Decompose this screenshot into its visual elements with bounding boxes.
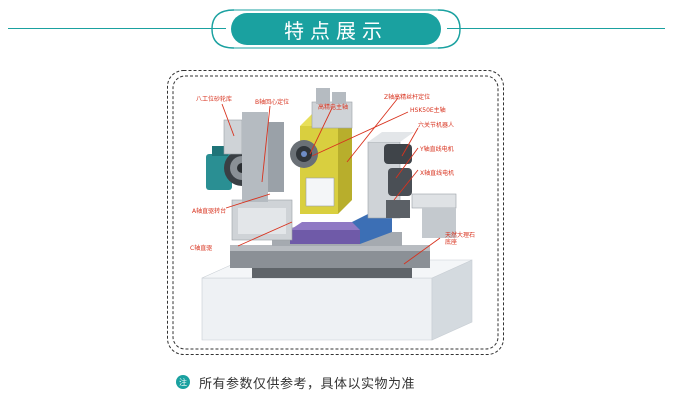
disclaimer-text: 所有参数仅供参考，具体以实物为准	[199, 376, 416, 392]
robot-arm	[367, 132, 457, 238]
spindle-column	[290, 88, 353, 214]
callout-b-axis: B轴回心定位	[255, 99, 290, 106]
callout-marble-base: 天然大理石底座	[445, 232, 476, 246]
callout-wheel-changer: 八工位砂轮库	[196, 96, 233, 103]
machine-illustration	[201, 88, 473, 341]
callout-leaders	[221, 97, 441, 265]
callout-x-axis: X轴直线电机	[420, 170, 455, 177]
figure-frame	[167, 70, 504, 355]
callout-spindle: 高精电主轴	[318, 104, 349, 111]
callout-y-axis: Y轴直线电机	[420, 146, 454, 153]
header-rule-right	[447, 28, 665, 29]
header-rule-left	[8, 28, 226, 29]
callout-a-axis: A轴直驱转台	[192, 208, 227, 215]
wheel-changer	[206, 112, 284, 202]
left-frame	[231, 199, 293, 241]
callout-c-axis: C轴直驱	[190, 245, 213, 252]
title-bracket-frame	[211, 9, 461, 49]
disclaimer-note: 注 所有参数仅供参考，具体以实物为准	[176, 372, 415, 392]
section-title: 特点展示	[231, 13, 441, 45]
callout-hsk-spindle: HSK50E主轴	[410, 107, 446, 114]
callout-z-axis: Z轴高精丝杆定位	[384, 94, 431, 101]
callout-robot: 六关节机器人	[418, 122, 455, 129]
note-icon: 注	[176, 375, 190, 389]
